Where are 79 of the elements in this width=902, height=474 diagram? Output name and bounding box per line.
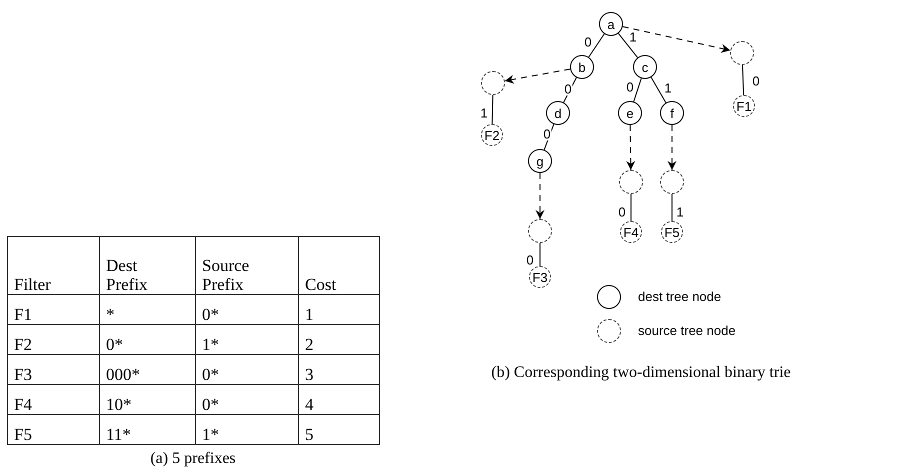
edge-label: 0 — [625, 80, 635, 94]
node-label: g — [536, 154, 544, 168]
arrow — [668, 124, 676, 170]
table-cell: * — [100, 294, 196, 324]
source-tree-node — [661, 221, 683, 243]
arrow — [626, 124, 636, 170]
edge-label: 1 — [663, 82, 673, 94]
edge-label: 1 — [628, 30, 638, 44]
arrow — [504, 68, 571, 84]
table-cell: 1 — [298, 294, 380, 324]
edge-label: 0 — [751, 74, 761, 88]
table-header: Source Prefix — [196, 236, 298, 294]
arrow — [536, 172, 544, 220]
connector-line — [742, 64, 744, 96]
table-cell: F2 — [8, 324, 100, 354]
legend-label: dest tree node — [638, 289, 722, 304]
edge-label: 1 — [479, 106, 489, 120]
table-cell: 1* — [196, 414, 298, 444]
source-tree-node — [620, 221, 642, 243]
dest-tree-node — [599, 12, 623, 36]
legend-label: source tree node — [638, 323, 736, 338]
dest-tree-node — [633, 55, 657, 79]
dest-tree-node — [660, 101, 684, 125]
node-label: F3 — [532, 270, 548, 284]
table-cell: 3 — [298, 354, 380, 384]
connector-line — [618, 32, 638, 58]
table-header: Filter — [8, 236, 100, 294]
table-cell: 4 — [298, 384, 380, 414]
edge-label: 0 — [525, 254, 535, 266]
arrow — [622, 26, 731, 53]
table-cell: F1 — [8, 294, 100, 324]
table-cell: 0* — [196, 354, 298, 384]
connector-line — [633, 78, 642, 102]
table-cell: 000* — [100, 354, 196, 384]
node-label: c — [642, 60, 648, 74]
table-header: Dest Prefix — [100, 236, 196, 294]
edge-label: 0 — [563, 82, 573, 96]
source-tree-node — [619, 170, 643, 194]
table-cell: 0* — [196, 384, 298, 414]
edge-label: 0 — [542, 128, 552, 140]
caption: (a) 5 prefixes — [150, 450, 236, 468]
edge-label: 1 — [675, 206, 685, 218]
connector-line — [650, 76, 666, 104]
dest-tree-node — [546, 101, 570, 125]
source-tree-node — [660, 170, 684, 194]
edge-label: 0 — [583, 36, 593, 48]
dest-tree-node — [528, 149, 552, 173]
table-header: Cost — [298, 236, 380, 294]
node-label: F1 — [736, 100, 752, 112]
connector-line — [588, 33, 605, 58]
table-cell: F3 — [8, 354, 100, 384]
node-label: F2 — [484, 128, 500, 142]
table-cell: 1* — [196, 324, 298, 354]
node-label: f — [670, 106, 674, 120]
edge-label: 0 — [617, 206, 627, 218]
node-label: a — [607, 18, 615, 30]
table-cell: 10* — [100, 384, 196, 414]
table-cell: 11* — [100, 414, 196, 444]
source-tree-node — [481, 71, 505, 95]
source-tree-node — [481, 124, 503, 146]
node-label: e — [626, 106, 634, 120]
table-cell: 2 — [298, 324, 380, 354]
node-label: d — [554, 106, 562, 120]
table-cell: 0* — [100, 324, 196, 354]
source-tree-node — [733, 95, 755, 117]
connector-line — [492, 94, 494, 124]
node-label: b — [578, 60, 586, 74]
table-cell: 5 — [298, 414, 380, 444]
source-tree-node — [730, 41, 754, 65]
caption: (b) Corresponding two-dimensional binary trie — [491, 364, 791, 382]
dest-tree-node — [618, 101, 642, 125]
source-tree-node — [528, 219, 552, 243]
table-cell: 0* — [196, 294, 298, 324]
dest-tree-node — [570, 55, 594, 79]
table-cell: F5 — [8, 414, 100, 444]
node-label: F5 — [664, 226, 680, 238]
table-cell: F4 — [8, 384, 100, 414]
node-label: F4 — [623, 226, 639, 238]
connector-line — [630, 194, 632, 222]
